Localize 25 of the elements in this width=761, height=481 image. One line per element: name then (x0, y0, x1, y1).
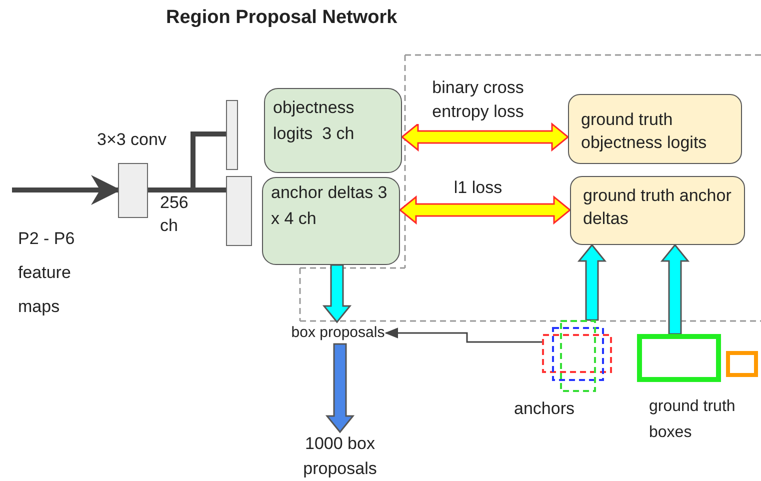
annotation-text: 256 ch (160, 192, 190, 237)
output-box (264, 88, 402, 173)
block-arrow (325, 343, 355, 434)
block-arrow (577, 244, 607, 321)
node-caption: 3×3 conv (97, 129, 166, 151)
arrow (384, 328, 542, 343)
title: Region Proposal Network (166, 6, 398, 30)
annotation-text: P2 - P6 feature maps (18, 228, 76, 318)
double-arrow (398, 195, 572, 225)
layer-block (226, 100, 238, 170)
node-caption: anchors (514, 398, 574, 420)
output-box (262, 177, 400, 265)
node-text: ground truth anchor deltas (583, 185, 732, 230)
double-arrow (400, 122, 570, 152)
ground-truth-box (570, 176, 745, 245)
node-text: 1000 box proposals (302, 433, 378, 480)
node-text: box proposals (290, 323, 386, 343)
block-arrow (660, 244, 690, 335)
layer-block (226, 176, 252, 246)
ground-truth-box (568, 94, 742, 164)
block-arrow (322, 264, 352, 324)
node-text: objectness logits 3 ch (273, 97, 356, 144)
node-text: ground truth objectness logits (581, 109, 708, 154)
node-text: anchor deltas 3 x 4 ch (271, 182, 388, 230)
node-caption: ground truth boxes (649, 397, 736, 443)
